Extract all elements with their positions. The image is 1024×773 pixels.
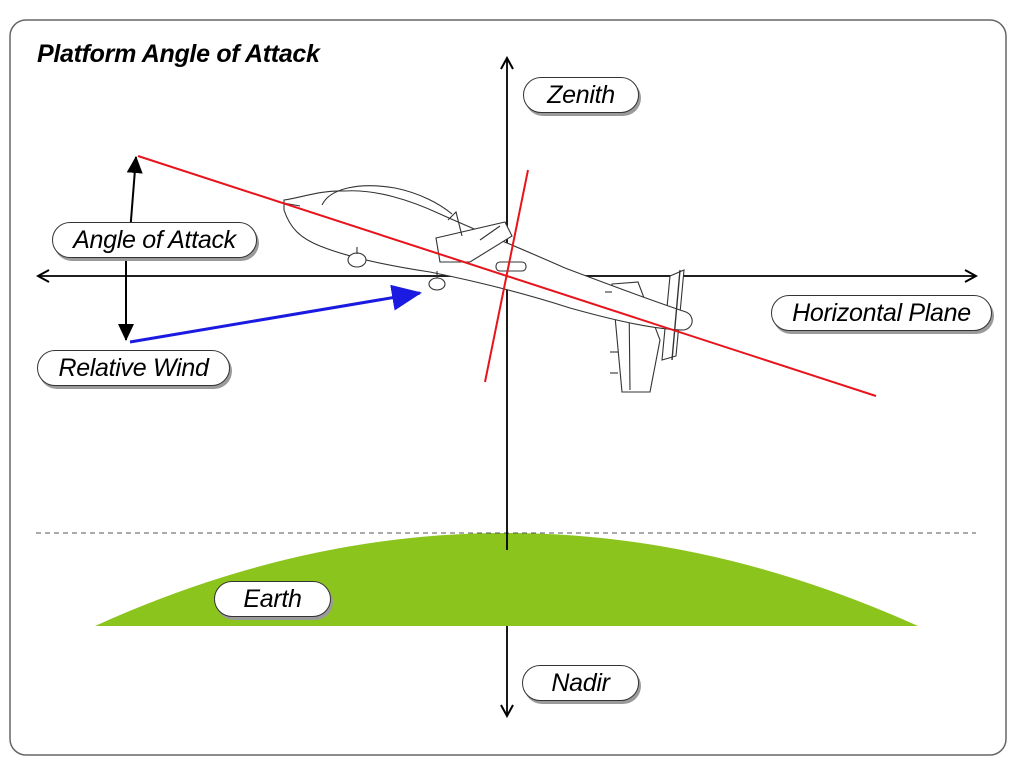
zenith-label: Zenith (523, 77, 639, 113)
angle-of-attack-label: Angle of Attack (52, 222, 257, 258)
frame (9, 19, 1007, 756)
horizontal-plane-label: Horizontal Plane (771, 295, 992, 331)
earth-label: Earth (214, 581, 331, 617)
relative-wind-arrow (129, 284, 422, 344)
relative-wind-label: Relative Wind (37, 350, 230, 386)
uav-drone-icon (277, 185, 693, 393)
normal-line (484, 169, 529, 383)
page-title: Platform Angle of Attack (37, 40, 320, 68)
nadir-label: Nadir (522, 665, 639, 701)
